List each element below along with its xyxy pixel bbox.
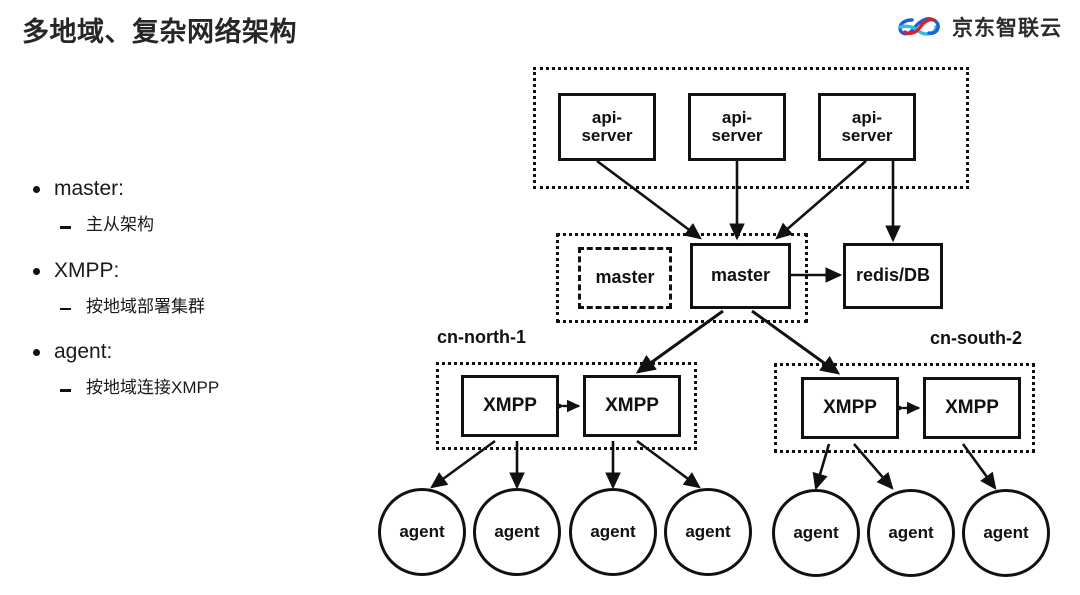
page-title: 多地域、复杂网络架构 xyxy=(22,17,297,47)
cn-north-1-zone xyxy=(436,362,697,450)
bullet-xmpp: XMPP: xyxy=(24,258,324,283)
agent-circle-2[interactable]: agent xyxy=(473,488,561,576)
agent-circle-7[interactable]: agent xyxy=(962,489,1050,577)
api-server-box-2[interactable]: api-server xyxy=(688,93,786,161)
bullet-master: master: xyxy=(24,176,324,201)
xmpp-box-north-1[interactable]: XMPP xyxy=(461,375,559,437)
master-zone xyxy=(556,233,808,323)
cn-south-2-zone xyxy=(774,363,1035,453)
bullet-agent: agent: xyxy=(24,339,324,364)
agent-circle-4[interactable]: agent xyxy=(664,488,752,576)
agent-circle-3[interactable]: agent xyxy=(569,488,657,576)
bullet-master-detail: 主从架构 xyxy=(24,215,324,235)
jd-cloud-infinity-icon xyxy=(898,17,940,36)
api-server-label-1: api-server xyxy=(581,107,633,145)
cn-south-2-label: cn-south-2 xyxy=(930,328,1022,348)
master-active-box[interactable]: master xyxy=(690,243,791,309)
xmpp-box-south-2[interactable]: XMPP xyxy=(923,377,1021,439)
cn-north-1-label: cn-north-1 xyxy=(437,327,526,347)
brand-logo: 京东智联云 xyxy=(897,12,1062,42)
agent-circle-1[interactable]: agent xyxy=(378,488,466,576)
api-server-box-1[interactable]: api-server xyxy=(558,93,656,161)
master-standby-box[interactable]: master xyxy=(578,247,672,309)
api-server-zone xyxy=(533,67,969,189)
agent-circle-6[interactable]: agent xyxy=(867,489,955,577)
bullet-xmpp-detail: 按地域部署集群 xyxy=(24,297,324,317)
bullet-agent-detail: 按地域连接XMPP xyxy=(24,378,324,398)
api-server-box-3[interactable]: api-server xyxy=(818,93,916,161)
bullet-list: master: 主从架构 XMPP: 按地域部署集群 agent: 按地域连接X… xyxy=(24,176,324,421)
api-server-label-2: api-server xyxy=(711,107,763,145)
redis-db-box[interactable]: redis/DB xyxy=(843,243,943,309)
xmpp-box-north-2[interactable]: XMPP xyxy=(583,375,681,437)
api-server-label-3: api-server xyxy=(841,107,893,145)
brand-name: 京东智联云 xyxy=(952,17,1062,40)
xmpp-box-south-1[interactable]: XMPP xyxy=(801,377,899,439)
agent-circle-5[interactable]: agent xyxy=(772,489,860,577)
